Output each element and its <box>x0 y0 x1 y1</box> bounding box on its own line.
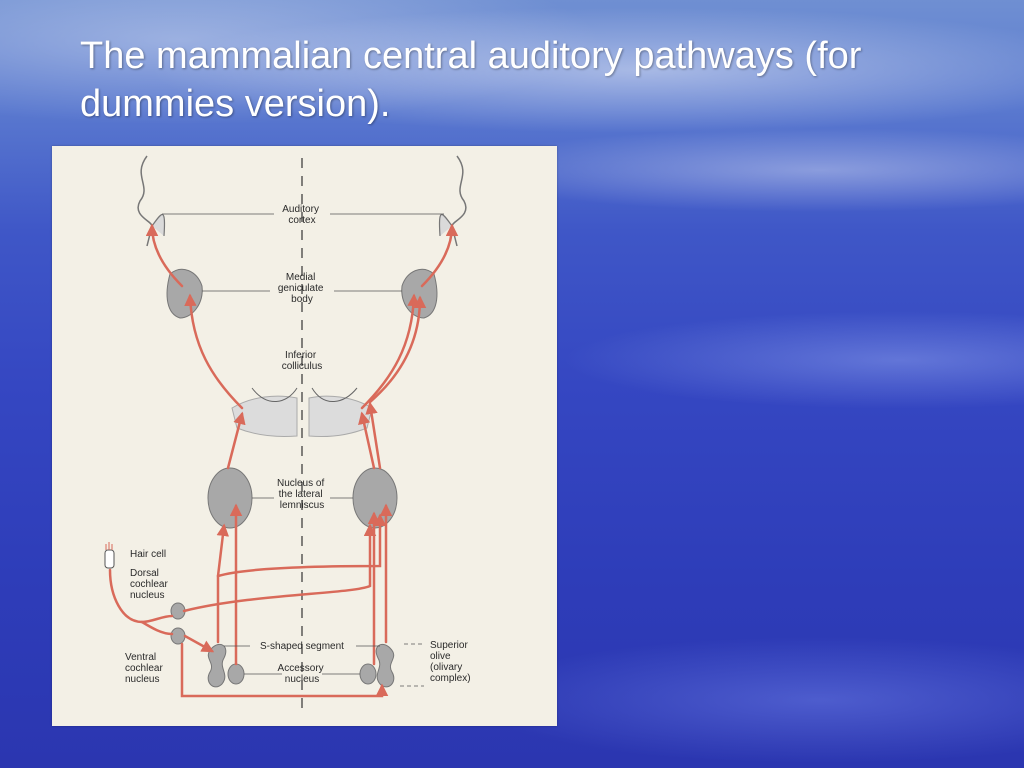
cortex-contour-left <box>137 155 153 247</box>
label-accessory-nucleus: Accessory nucleus <box>278 663 327 685</box>
pathway-mgb-right-to-cortex-right <box>420 223 459 288</box>
colliculus-arc-left <box>251 387 298 402</box>
label-s-shaped-segment: S-shaped segment <box>260 641 344 652</box>
cortex-fold-right <box>438 213 453 237</box>
label-dorsal-cochlear-nucleus: Dorsal cochlear nucleus <box>130 568 171 601</box>
ventral-cochlear-nucleus <box>170 627 186 645</box>
pathway-mgb-left-to-cortex-left <box>145 223 184 288</box>
label-ventral-cochlear-nucleus: Ventral cochlear nucleus <box>125 652 166 685</box>
s-shaped-segment-left <box>207 643 227 688</box>
label-hair-cell: Hair cell <box>130 549 166 560</box>
colliculus-arc-right <box>311 387 358 402</box>
inferior-colliculus-left <box>231 395 298 437</box>
accessory-nucleus-right <box>359 663 377 685</box>
s-shaped-segment-right <box>375 643 395 688</box>
pathway-ll-left-to-ic-left <box>226 411 246 470</box>
inferior-colliculus-right <box>308 395 373 437</box>
leader-lines <box>162 213 444 687</box>
pathway-ll-right-to-ic-right-b <box>365 401 382 470</box>
auditory-pathway-diagram: Auditory cortex Medial geniculate body I… <box>104 155 471 716</box>
pathway-ic-right-to-mgb-right-b <box>368 295 427 404</box>
lateral-lemniscus-left <box>207 467 253 529</box>
slide-title: The mammalian central auditory pathways … <box>80 35 862 125</box>
label-superior-olive: Superior olive (olivary complex) <box>430 640 471 684</box>
accessory-nucleus-left <box>227 663 245 685</box>
pathway-so-left-to-ll-left <box>216 523 230 644</box>
pathway-ventral-to-contra-so <box>180 642 389 698</box>
pathway-dorsal-to-contra-ll <box>182 523 377 613</box>
hair-cell <box>104 549 115 569</box>
pathway-hair-to-ventral <box>140 620 174 636</box>
pathway-ll-right-to-ic-right <box>358 411 376 470</box>
auditory-pathways <box>108 223 459 698</box>
cortex-fold-left <box>151 213 166 237</box>
pathway-cross-to-ll-right <box>216 513 387 578</box>
pathway-ic-left-to-mgb-left <box>184 293 244 410</box>
pathway-ventral-to-ipsi-so <box>183 634 215 653</box>
auditory-pathway-figure: Auditory cortex Medial geniculate body I… <box>52 146 557 726</box>
label-inferior-colliculus: Inferior colliculus <box>282 350 323 372</box>
label-auditory-cortex: Auditory cortex <box>282 204 321 226</box>
label-medial-geniculate-body: Medial geniculate body <box>278 272 326 305</box>
pathway-ic-right-to-mgb-right <box>360 293 420 410</box>
label-nucleus-lateral-lemniscus: Nucleus of the lateral lemniscus <box>277 478 327 511</box>
cortex-contour-right <box>451 155 467 247</box>
